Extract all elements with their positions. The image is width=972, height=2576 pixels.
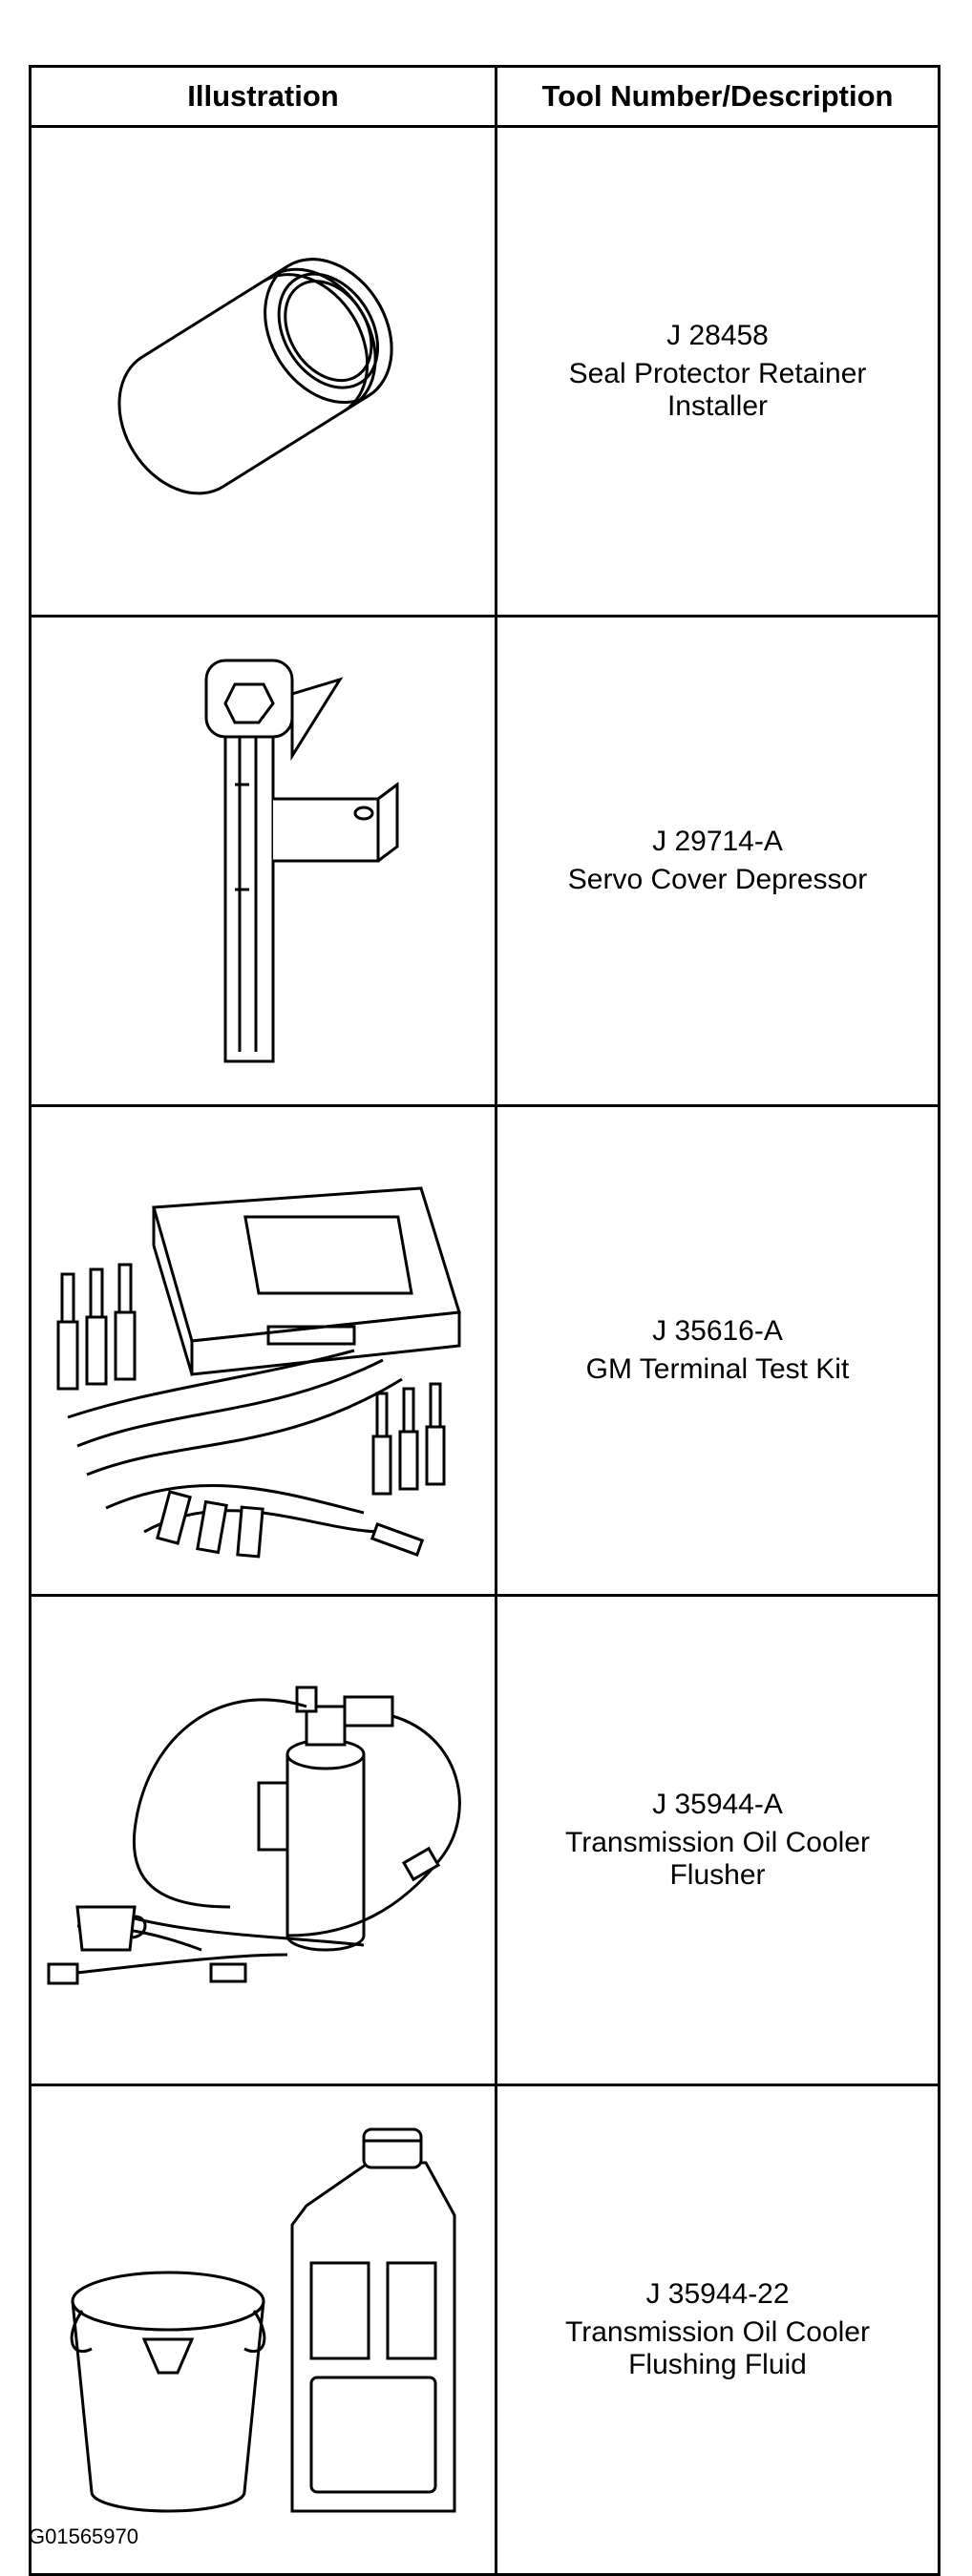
oil-cooler-flusher-icon xyxy=(39,1621,488,2060)
tool-number: J 28458 xyxy=(666,320,769,351)
tool-description: Seal Protector Retainer Installer xyxy=(568,358,867,422)
illustration-cell xyxy=(29,615,497,1107)
tool-description: GM Terminal Test Kit xyxy=(585,1353,850,1385)
terminal-test-kit-icon xyxy=(39,1131,488,1570)
flushing-fluid-icon xyxy=(53,2110,474,2549)
illustration-cell xyxy=(29,2084,497,2576)
tool-cell: J 29714-A Servo Cover Depressor xyxy=(495,615,940,1107)
tool-cell: J 35944-A Transmission Oil Cooler Flushe… xyxy=(495,1594,940,2086)
tool-description: Servo Cover Depressor xyxy=(567,864,868,895)
servo-cover-depressor-icon xyxy=(53,641,474,1080)
tool-description: Transmission Oil Cooler Flusher xyxy=(565,1827,870,1891)
table-row: J 35944-22 Transmission Oil Cooler Flush… xyxy=(29,2084,940,2576)
tool-number: J 29714-A xyxy=(652,826,783,857)
tool-cell: J 35944-22 Transmission Oil Cooler Flush… xyxy=(495,2084,940,2576)
figure-id: G01565970 xyxy=(29,2524,138,2548)
tool-number: J 35944-A xyxy=(652,1789,783,1820)
tool-number: J 35944-22 xyxy=(645,2278,790,2310)
tool-column-header: Tool Number/Description xyxy=(495,65,940,128)
table-row: J 35616-A GM Terminal Test Kit xyxy=(29,1104,940,1597)
tool-cell: J 35616-A GM Terminal Test Kit xyxy=(495,1104,940,1597)
illustration-cell xyxy=(29,1594,497,2086)
tool-number: J 35616-A xyxy=(652,1315,783,1347)
table-row: J 29714-A Servo Cover Depressor xyxy=(29,615,940,1107)
table-row: J 35944-A Transmission Oil Cooler Flushe… xyxy=(29,1594,940,2086)
tool-cell: J 28458 Seal Protector Retainer Installe… xyxy=(495,125,940,618)
tool-description: Transmission Oil Cooler Flushing Fluid xyxy=(565,2316,870,2380)
table-row: J 28458 Seal Protector Retainer Installe… xyxy=(29,125,940,618)
illustration-column-header: Illustration xyxy=(29,65,497,128)
table-header-row: Illustration Tool Number/Description xyxy=(29,65,940,128)
special-tools-table: Illustration Tool Number/Description xyxy=(29,65,940,2576)
illustration-cell xyxy=(29,125,497,618)
seal-protector-retainer-installer-icon xyxy=(53,152,474,591)
illustration-cell xyxy=(29,1104,497,1597)
